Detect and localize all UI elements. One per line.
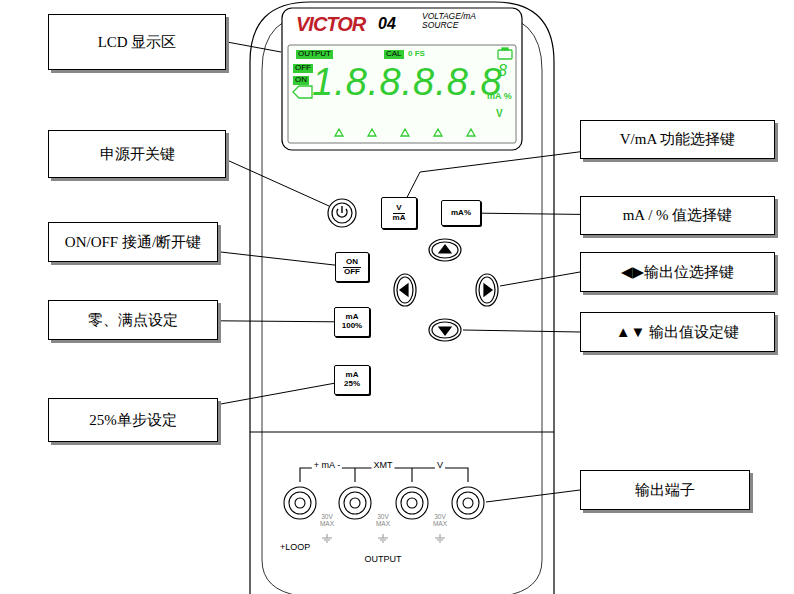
callout-box: ▲▼ 输出值设定键	[580, 312, 775, 352]
callout-box: ON/OFF 接通/断开键	[48, 222, 218, 262]
callout-text: mA / % 值选择键	[623, 206, 733, 225]
key-label: OFF	[343, 268, 361, 277]
lcd-unit: V	[496, 108, 503, 119]
lcd-unit: mA %	[487, 92, 512, 102]
leader-line	[481, 213, 580, 214]
leader-line	[218, 252, 335, 265]
lcd-indicator: OFF	[293, 64, 313, 73]
key-button: mA%	[441, 200, 481, 226]
key-label: mA 100%	[338, 313, 366, 331]
callout-box: 申源开关键	[48, 130, 226, 178]
lcd-indicator: 0 FS	[408, 50, 425, 59]
voltage-rating: 30V MAX	[431, 514, 449, 527]
leader-line	[218, 321, 334, 322]
callout-text: 零、满点设定	[88, 311, 178, 330]
key-button: VmA	[381, 197, 417, 229]
callout-box: V/mA 功能选择键	[580, 120, 775, 159]
callout-box: 25%单步设定	[48, 398, 218, 442]
lcd-indicator: OUTPUT	[296, 50, 333, 59]
leader-line	[218, 383, 334, 404]
callout-text: ON/OFF 接通/断开键	[65, 233, 201, 252]
leader-lines	[227, 42, 580, 502]
callout-text: ▲▼ 输出值设定键	[616, 323, 739, 342]
key-label: mA	[393, 214, 406, 223]
callout-text: 申源开关键	[100, 145, 175, 164]
ground-symbols	[322, 534, 445, 542]
terminal-label: V	[435, 461, 445, 471]
key-button: ONOFF	[335, 252, 369, 282]
key-button: mA 100%	[334, 307, 370, 337]
key-label: mA%	[451, 209, 471, 218]
key-label: V	[393, 204, 406, 214]
housing	[250, 2, 554, 594]
lcd-indicator: CAL	[384, 50, 404, 59]
lcd-digits: 1.8.8.8.8.8	[312, 62, 503, 104]
callout-text: V/mA 功能选择键	[620, 130, 735, 149]
model-number: 04	[378, 15, 396, 33]
lcd-digit: 8	[498, 62, 507, 80]
callout-box: mA / % 值选择键	[580, 196, 775, 235]
product-name: VOLTAGE/mA SOURCE	[422, 12, 484, 30]
lcd-symbols	[293, 48, 512, 136]
brand-logo: VICTOR	[296, 13, 365, 35]
leader-line	[407, 152, 580, 197]
callout-text: LCD 显示区	[98, 33, 177, 52]
callout-text: ◀▶输出位选择键	[621, 263, 734, 282]
terminals	[284, 468, 484, 519]
callout-text: 25%单步设定	[89, 411, 177, 430]
callout-box: 输出端子	[580, 470, 750, 510]
key-label: mA 25%	[338, 371, 366, 389]
key-label: ON	[343, 258, 361, 268]
lcd-indicator: ON	[293, 76, 309, 85]
terminal-label: +LOOP	[280, 543, 310, 553]
voltage-rating: 30V MAX	[318, 514, 336, 527]
callout-box: ◀▶输出位选择键	[580, 252, 775, 292]
terminal-label: XMT	[372, 461, 395, 471]
panel-label: OUTPUT	[365, 555, 402, 565]
voltage-rating: 30V MAX	[374, 514, 392, 527]
terminal-label: + mA -	[312, 461, 342, 471]
callout-text: 输出端子	[635, 481, 695, 500]
callout-box: LCD 显示区	[48, 14, 226, 70]
key-button: mA 25%	[334, 365, 370, 395]
callout-box: 零、满点设定	[48, 300, 218, 340]
